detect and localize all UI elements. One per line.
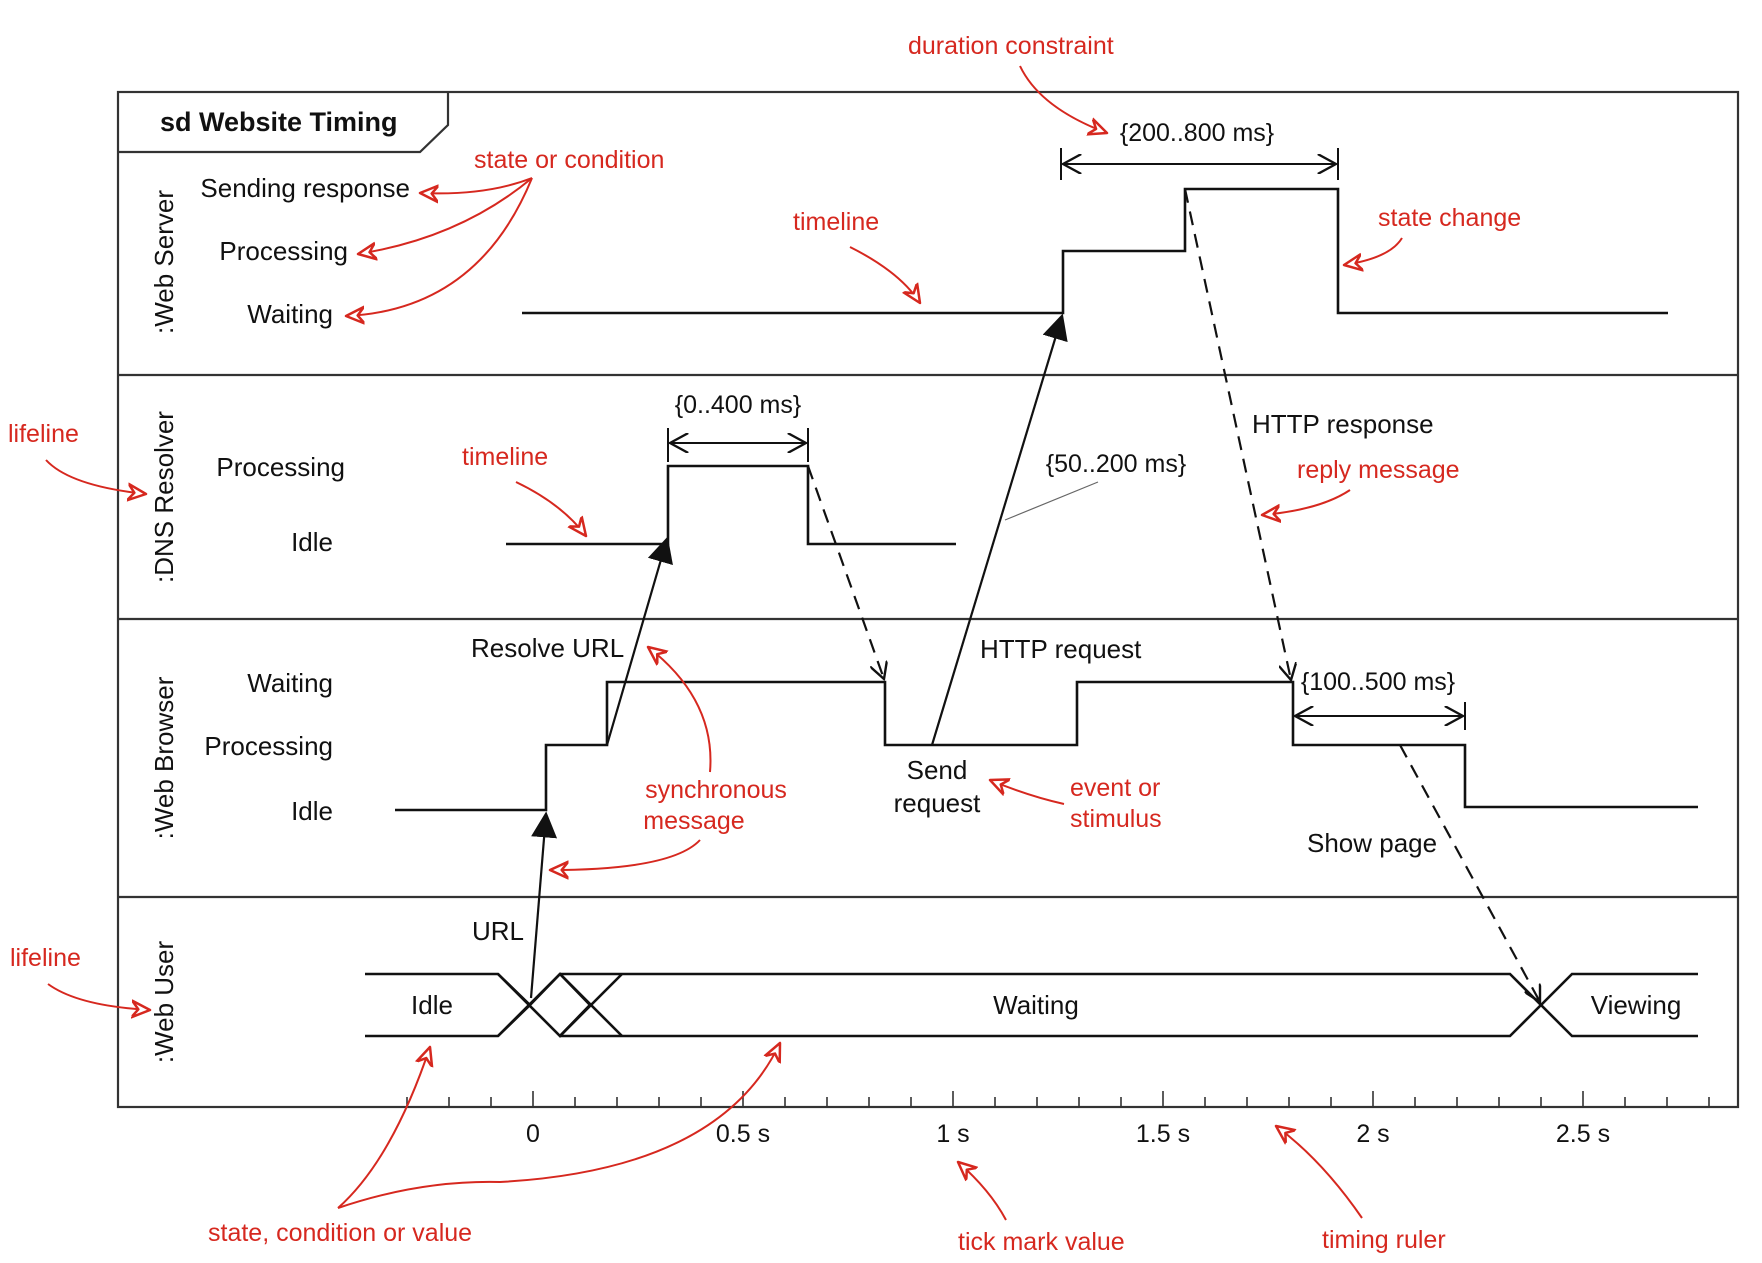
annotation-arrow: [420, 177, 533, 193]
constraint-label-server: {200..800 ms}: [1120, 119, 1274, 147]
web-user-values: Idle Waiting Viewing: [411, 990, 1681, 1020]
value-label-idle: Idle: [411, 990, 453, 1020]
message-http-request: [930, 313, 1068, 746]
constraint-label-browser: {100..500 ms}: [1301, 668, 1455, 696]
state-label: Waiting: [247, 299, 333, 329]
timeline-web-user: [365, 972, 1698, 1038]
state-label: Processing: [219, 236, 348, 266]
message-dns-reply: [806, 465, 884, 679]
lifeline-title-web-user: :Web User: [149, 940, 179, 1063]
event-label-request: request: [894, 788, 981, 818]
annotation-arrow: [45, 459, 146, 494]
tick-label: 1 s: [936, 1120, 969, 1148]
message-show-page: [1399, 744, 1540, 1002]
frame: sd Website Timing: [116, 90, 1740, 1109]
timelines: [365, 187, 1698, 1038]
lifeline-title-web-server: :Web Server: [149, 190, 179, 334]
annotation-duration-constraint: duration constraint: [908, 32, 1114, 60]
annotation-arrow: [958, 1162, 1007, 1221]
annotation-event-line2: stimulus: [1070, 805, 1162, 833]
tick-label: 2 s: [1356, 1120, 1389, 1148]
annotation-lifeline-2: lifeline: [10, 944, 81, 972]
ruler-ticks: [406, 1091, 1710, 1107]
constraints: {0..400 ms} {200..800 ms} {100..500 ms} …: [667, 119, 1466, 730]
event-label-send: Send: [907, 755, 968, 785]
annotation-arrow: [346, 177, 533, 316]
state-label: Processing: [204, 731, 333, 761]
annotation-state-or-condition: state or condition: [474, 146, 664, 174]
message-http-response: [1183, 188, 1291, 680]
annotation-timeline-dns: timeline: [462, 443, 548, 471]
annotation-arrow: [849, 246, 920, 303]
annotation-arrow: [1344, 237, 1403, 265]
message-label-http-request: HTTP request: [980, 634, 1142, 664]
messages: [529, 188, 1540, 1002]
message-label-url: URL: [472, 916, 524, 946]
timeline-dns-resolver: [506, 464, 956, 546]
lifeline-title-web-browser: :Web Browser: [149, 676, 179, 839]
state-label: Idle: [291, 527, 333, 557]
frame-title-tab: [118, 92, 450, 154]
annotation-arrow: [1019, 65, 1107, 133]
annotation-timeline-server: timeline: [793, 208, 879, 236]
annotation-arrow: [515, 481, 586, 536]
tick-label: 1.5 s: [1136, 1120, 1190, 1148]
annotation-arrow: [990, 780, 1065, 805]
lifeline-title-dns-resolver: :DNS Resolver: [149, 411, 179, 583]
timing-ruler: 0 0.5 s 1 s 1.5 s 2 s 2.5 s: [406, 1091, 1710, 1148]
annotation-lifeline-1: lifeline: [8, 420, 79, 448]
annotation-arrow: [1262, 489, 1351, 515]
annotation-arrow: [47, 983, 150, 1010]
annotation-arrow: [337, 1047, 430, 1209]
value-label-viewing: Viewing: [1591, 990, 1682, 1020]
message-labels: URL Resolve URL HTTP request HTTP respon…: [471, 409, 1437, 946]
message-label-resolve-url: Resolve URL: [471, 633, 624, 663]
annotation-state-change: state change: [1378, 204, 1521, 232]
annotations: duration constraint state or condition t…: [8, 32, 1521, 1256]
message-label-show-page: Show page: [1307, 828, 1437, 858]
annotation-arrow: [1276, 1126, 1363, 1219]
annotation-reply-message: reply message: [1297, 456, 1460, 484]
frame-title: sd Website Timing: [160, 107, 398, 137]
annotation-synchronous-message-line1: synchronous: [645, 776, 787, 804]
annotation-state-condition-value: state, condition or value: [208, 1219, 472, 1247]
value-label-waiting: Waiting: [993, 990, 1079, 1020]
message-url: [529, 811, 558, 999]
annotation-event-line1: event or: [1070, 774, 1160, 802]
timeline-web-browser: [395, 680, 1698, 812]
frame-border: [116, 90, 1740, 1109]
state-label: Sending response: [200, 173, 410, 203]
annotation-arrow: [358, 177, 533, 254]
annotation-synchronous-message-line2: message: [643, 807, 744, 835]
annotation-arrow: [648, 647, 712, 773]
message-resolve-url: [605, 536, 673, 746]
constraint-label-dns: {0..400 ms}: [675, 391, 801, 419]
tick-label: 0: [526, 1120, 540, 1148]
state-label: Processing: [216, 452, 345, 482]
timeline-web-server: [522, 187, 1668, 315]
annotation-arrow: [550, 839, 701, 870]
constraint-label-request: {50..200 ms}: [1046, 450, 1186, 478]
constraint-leader: [1004, 481, 1099, 521]
state-label: Idle: [291, 796, 333, 826]
annotation-tick-mark-value: tick mark value: [958, 1228, 1125, 1256]
message-label-http-response: HTTP response: [1252, 409, 1434, 439]
annotation-timing-ruler: timing ruler: [1322, 1226, 1446, 1254]
tick-label: 0.5 s: [716, 1120, 770, 1148]
state-label: Waiting: [247, 668, 333, 698]
state-labels: Sending response Processing Waiting Proc…: [200, 173, 410, 826]
lifeline-titles: :Web Server :DNS Resolver :Web Browser :…: [149, 190, 179, 1064]
annotation-arrow: [337, 1043, 780, 1209]
tick-label: 2.5 s: [1556, 1120, 1610, 1148]
